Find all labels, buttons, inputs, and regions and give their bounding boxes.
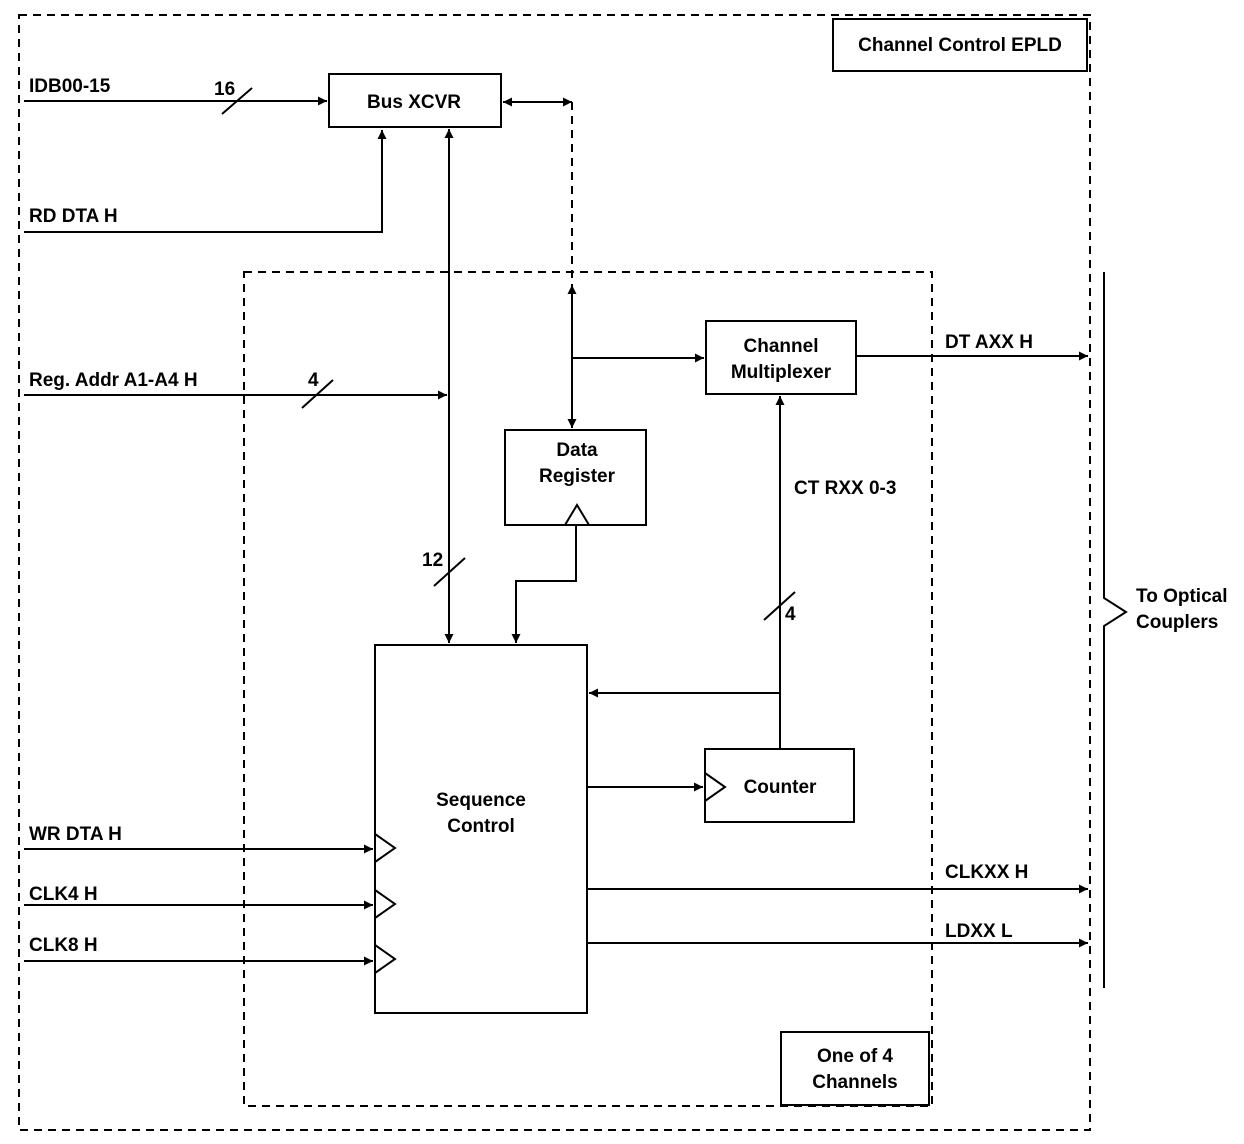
optical-label-line1: To Optical <box>1136 586 1227 607</box>
clk4-clock-symbol <box>374 889 397 919</box>
idb-width-label: 16 <box>214 79 235 100</box>
counter-label: Counter <box>744 777 817 798</box>
ldxx-label: LDXX L <box>945 921 1013 942</box>
idb-label: IDB00-15 <box>29 76 111 97</box>
optical-label-line2: Couplers <box>1136 612 1218 633</box>
clk4-label: CLK4 H <box>29 884 98 905</box>
sequence-control-block <box>374 644 588 1014</box>
dt-axx-label: DT AXX H <box>945 332 1033 353</box>
optical-couplers-bracket <box>1103 272 1128 988</box>
clkxx-label: CLKXX H <box>945 862 1028 883</box>
reg-addr-width-slash <box>301 379 334 409</box>
idb-width-slash <box>221 87 253 115</box>
channel-mux-block <box>705 320 857 395</box>
data-register-clock-symbol <box>564 503 590 526</box>
bus-width-slash <box>433 557 466 587</box>
inner-label-line1: One of 4 <box>817 1046 893 1067</box>
channel-mux-label-line1: Channel <box>744 336 819 357</box>
sequence-control-label-line1: Sequence <box>436 790 526 811</box>
data-register-label-line1: Data <box>556 440 598 461</box>
rd-dta-wire <box>24 130 387 233</box>
outer-boundary <box>18 14 1091 1131</box>
ct-rxx-width-slash <box>763 591 796 621</box>
inner-label-box <box>780 1031 930 1106</box>
clk8-clock-symbol <box>374 944 397 974</box>
ct-rxx-width-label: 4 <box>785 604 796 625</box>
sequence-control-label-line2: Control <box>447 816 515 837</box>
reg-addr-label: Reg. Addr A1-A4 H <box>29 370 198 391</box>
counter-clock-symbol <box>704 772 727 802</box>
wr-dta-label: WR DTA H <box>29 824 122 845</box>
clk8-label: CLK8 H <box>29 935 98 956</box>
inner-channel-boundary <box>243 271 933 1107</box>
bus-xcvr-block <box>328 73 502 128</box>
inner-label-line2: Channels <box>812 1072 898 1093</box>
bus-width-label: 12 <box>422 550 443 571</box>
register-to-sequence-wire <box>511 525 577 643</box>
channel-mux-label-line2: Multiplexer <box>731 362 832 383</box>
reg-addr-width-label: 4 <box>308 370 319 391</box>
rd-dta-label: RD DTA H <box>29 206 118 227</box>
ct-rxx-label: CT RXX 0-3 <box>794 478 896 499</box>
outer-label-box <box>832 18 1088 72</box>
wr-clock-symbol <box>374 833 397 863</box>
counter-block <box>704 748 855 823</box>
outer-label: Channel Control EPLD <box>858 35 1062 56</box>
data-register-label-line2: Register <box>539 466 616 487</box>
bus-xcvr-label: Bus XCVR <box>367 92 461 113</box>
